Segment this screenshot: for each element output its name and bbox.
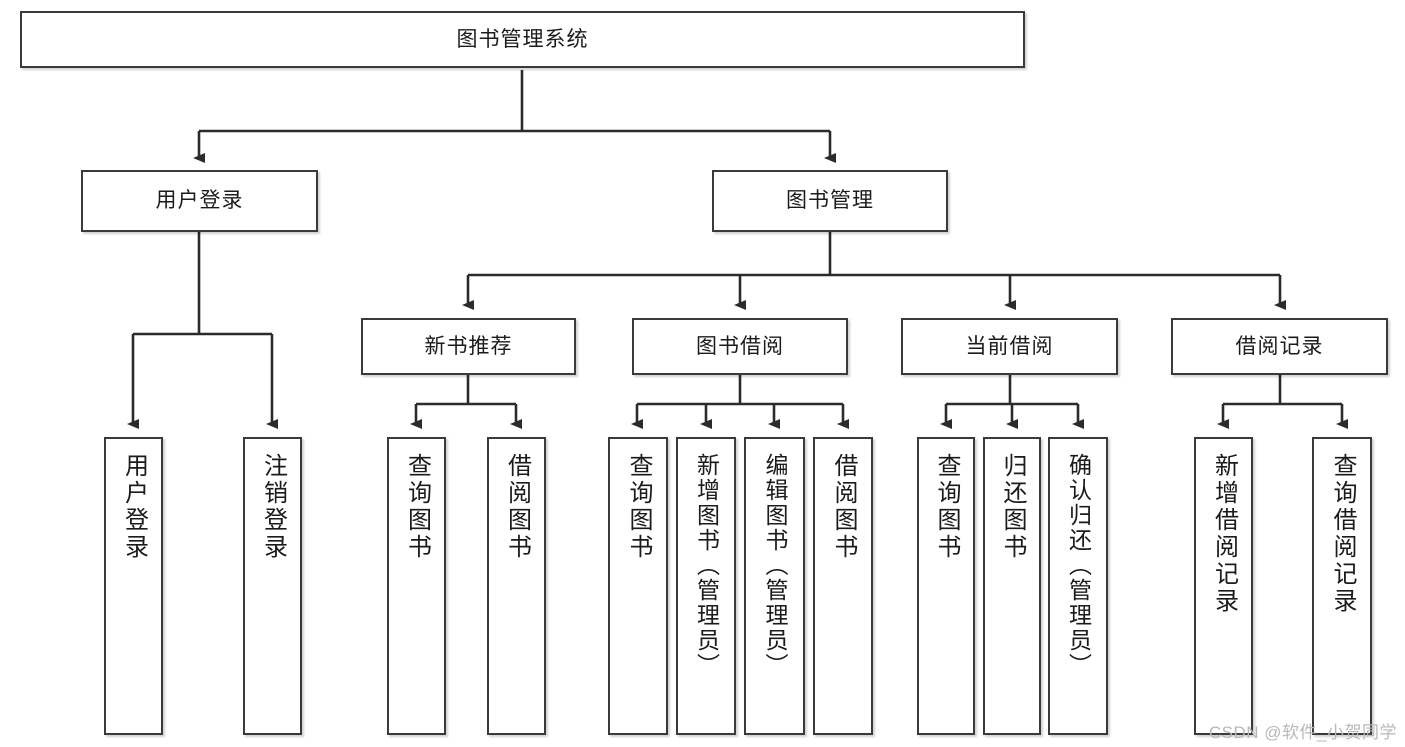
leaf-logout[interactable]: 注销登录: [243, 437, 302, 735]
node-user-login-label: 用户登录: [155, 189, 244, 213]
leaf-confirm-return-label: 确认归还（管理员）: [1065, 453, 1092, 678]
node-root[interactable]: 图书管理系统: [20, 11, 1025, 68]
leaf-add-record[interactable]: 新增借阅记录: [1194, 437, 1253, 735]
leaf-query-book-3-label: 查询图书: [933, 453, 960, 561]
leaf-return-book[interactable]: 归还图书: [983, 437, 1041, 735]
node-user-login[interactable]: 用户登录: [81, 170, 318, 232]
leaf-query-book-1[interactable]: 查询图书: [387, 437, 446, 735]
leaf-query-book-3[interactable]: 查询图书: [917, 437, 975, 735]
leaf-borrow-book-1[interactable]: 借阅图书: [487, 437, 546, 735]
leaf-query-book-2[interactable]: 查询图书: [608, 437, 668, 735]
leaf-borrow-book-2[interactable]: 借阅图书: [813, 437, 873, 735]
leaf-query-record-label: 查询借阅记录: [1329, 453, 1356, 615]
leaf-confirm-return[interactable]: 确认归还（管理员）: [1048, 437, 1108, 735]
node-current-borrow-label: 当前借阅: [965, 334, 1054, 358]
node-borrow-record-label: 借阅记录: [1235, 334, 1324, 358]
leaf-add-book-label: 新增图书（管理员）: [693, 453, 720, 678]
node-current-borrow[interactable]: 当前借阅: [901, 318, 1118, 375]
leaf-add-record-label: 新增借阅记录: [1210, 453, 1238, 615]
watermark: CSDN @软件_小贺同学: [1208, 723, 1397, 742]
node-new-book-recommend[interactable]: 新书推荐: [361, 318, 576, 375]
node-book-manage[interactable]: 图书管理: [712, 170, 948, 232]
node-root-label: 图书管理系统: [456, 27, 589, 51]
leaf-query-book-1-label: 查询图书: [403, 453, 431, 561]
node-book-borrow[interactable]: 图书借阅: [632, 318, 848, 375]
leaf-query-record[interactable]: 查询借阅记录: [1312, 437, 1372, 735]
node-book-manage-label: 图书管理: [786, 189, 874, 213]
leaf-user-login[interactable]: 用户登录: [104, 437, 163, 735]
node-borrow-record[interactable]: 借阅记录: [1171, 318, 1388, 375]
leaf-edit-book[interactable]: 编辑图书（管理员）: [744, 437, 805, 735]
leaf-query-book-2-label: 查询图书: [625, 453, 652, 561]
leaf-edit-book-label: 编辑图书（管理员）: [762, 453, 788, 678]
leaf-borrow-book-1-label: 借阅图书: [503, 453, 531, 561]
leaf-logout-label: 注销登录: [259, 453, 287, 561]
node-new-book-recommend-label: 新书推荐: [424, 334, 513, 358]
leaf-add-book[interactable]: 新增图书（管理员）: [676, 437, 736, 735]
leaf-return-book-label: 归还图书: [999, 453, 1026, 561]
leaf-borrow-book-2-label: 借阅图书: [830, 453, 857, 561]
leaf-user-login-label: 用户登录: [120, 453, 148, 561]
node-book-borrow-label: 图书借阅: [696, 334, 784, 358]
